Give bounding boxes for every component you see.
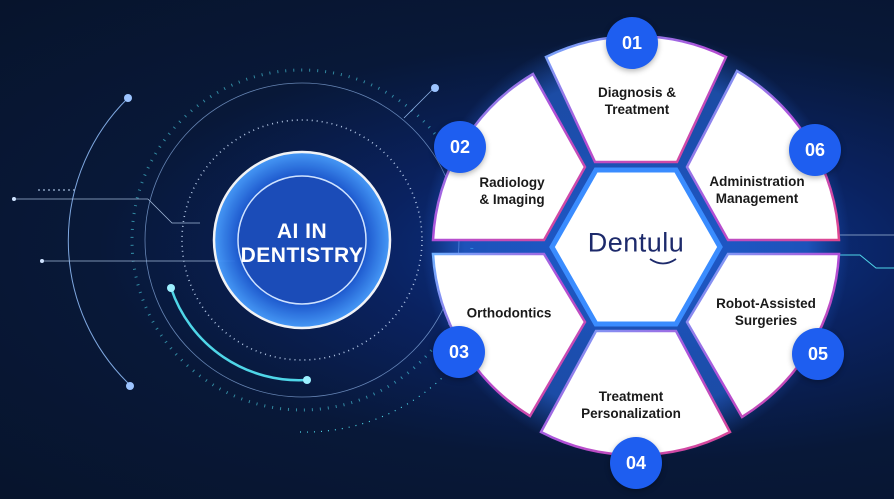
label-line: & Imaging	[479, 192, 545, 207]
label-line: Personalization	[581, 406, 681, 421]
label-line: Surgeries	[734, 313, 798, 328]
label-line: Management	[715, 191, 799, 206]
segment-shapes	[431, 34, 841, 457]
label-line: Diagnosis &	[597, 85, 677, 100]
segment-03-label: Orthodontics	[467, 305, 552, 322]
smile-arc-icon	[649, 258, 677, 265]
segment-06-badge: 06	[789, 124, 841, 176]
label-line: Radiology	[479, 175, 545, 190]
segment-02-label: Radiology & Imaging	[479, 174, 544, 208]
label-line: Orthodontics	[466, 305, 552, 321]
segment-01-label: Diagnosis & Treatment	[598, 84, 676, 118]
segment-05-badge: 05	[792, 328, 844, 380]
segment-04-label: Treatment Personalization	[581, 388, 681, 422]
segment-03-badge: 03	[433, 326, 485, 378]
label-line: Robot-Assisted	[716, 296, 816, 311]
label-line: Administration	[709, 174, 805, 189]
segment-06-label: Administration Management	[709, 173, 804, 207]
hub-circle	[212, 150, 392, 330]
segment-05-label: Robot-Assisted Surgeries	[716, 295, 816, 329]
hub-title-line2: DENTISTRY	[240, 244, 364, 267]
label-line: Treatment	[598, 389, 664, 404]
hub-title: AI IN DENTISTRY	[241, 220, 364, 268]
segment-04-badge: 04	[610, 437, 662, 489]
center-hexagon	[549, 167, 723, 327]
segment-01-badge: 01	[606, 17, 658, 69]
segment-02-badge: 02	[434, 121, 486, 173]
brand-logo-text: Dentulu	[587, 227, 685, 258]
hub-title-line1: AI IN	[276, 220, 328, 243]
label-line: Treatment	[604, 102, 670, 117]
